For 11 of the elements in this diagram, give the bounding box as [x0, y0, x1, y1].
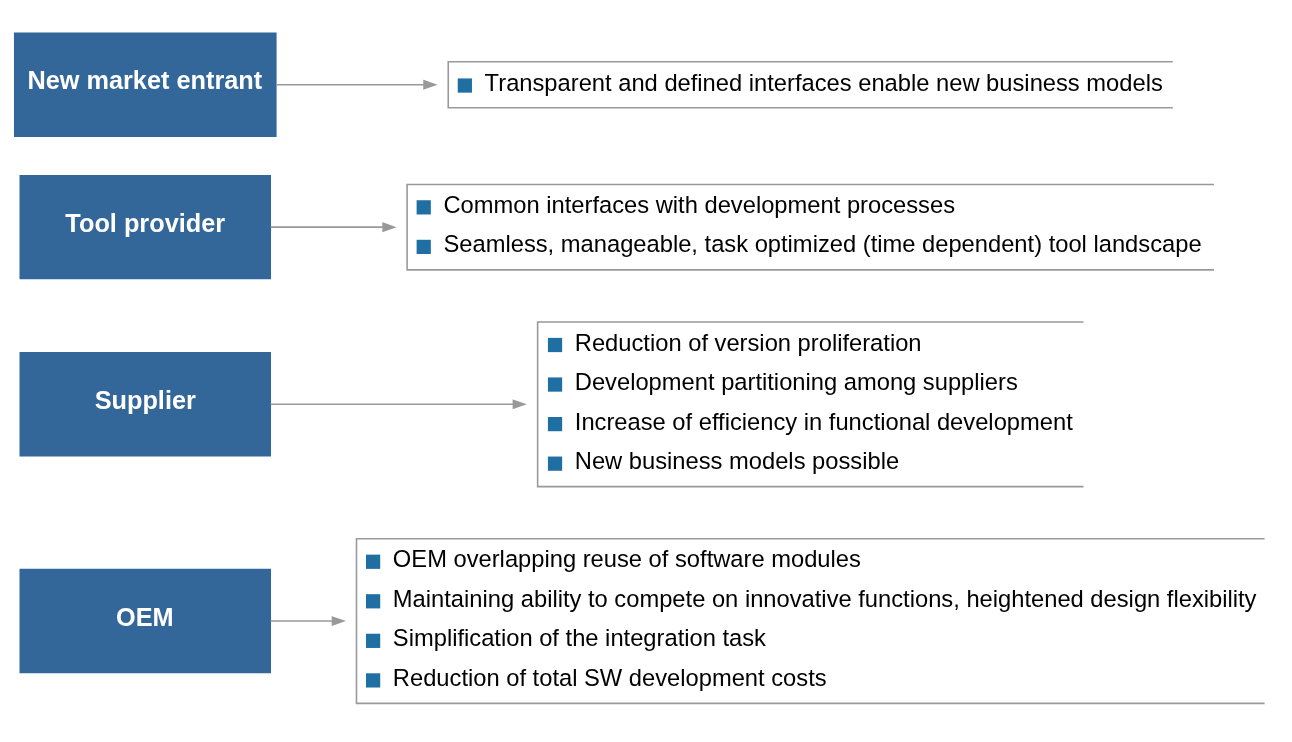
arrow: [269, 615, 346, 626]
node-text: Common interfaces with development processes Seamless, manageable, task optimized (time dependent) tool landscape: [443, 191, 1202, 257]
node-text: OEM overlapping reuse of software modules Maintaining ability to compete on innovative functions, heightened design flexibility Simplification of the integration task Reduction of total SW development costs: [392, 545, 1257, 691]
node-box: New market entrant: [13, 32, 277, 137]
node-box: OEM: [19, 568, 272, 673]
arrow: [269, 398, 527, 409]
node-box: Supplier: [19, 351, 272, 457]
arrow: [275, 79, 438, 90]
arrow: [269, 221, 397, 232]
node-text: Transparent and defined interfaces enable new business models: [484, 69, 1163, 96]
node-box: Tool provider: [19, 174, 272, 279]
